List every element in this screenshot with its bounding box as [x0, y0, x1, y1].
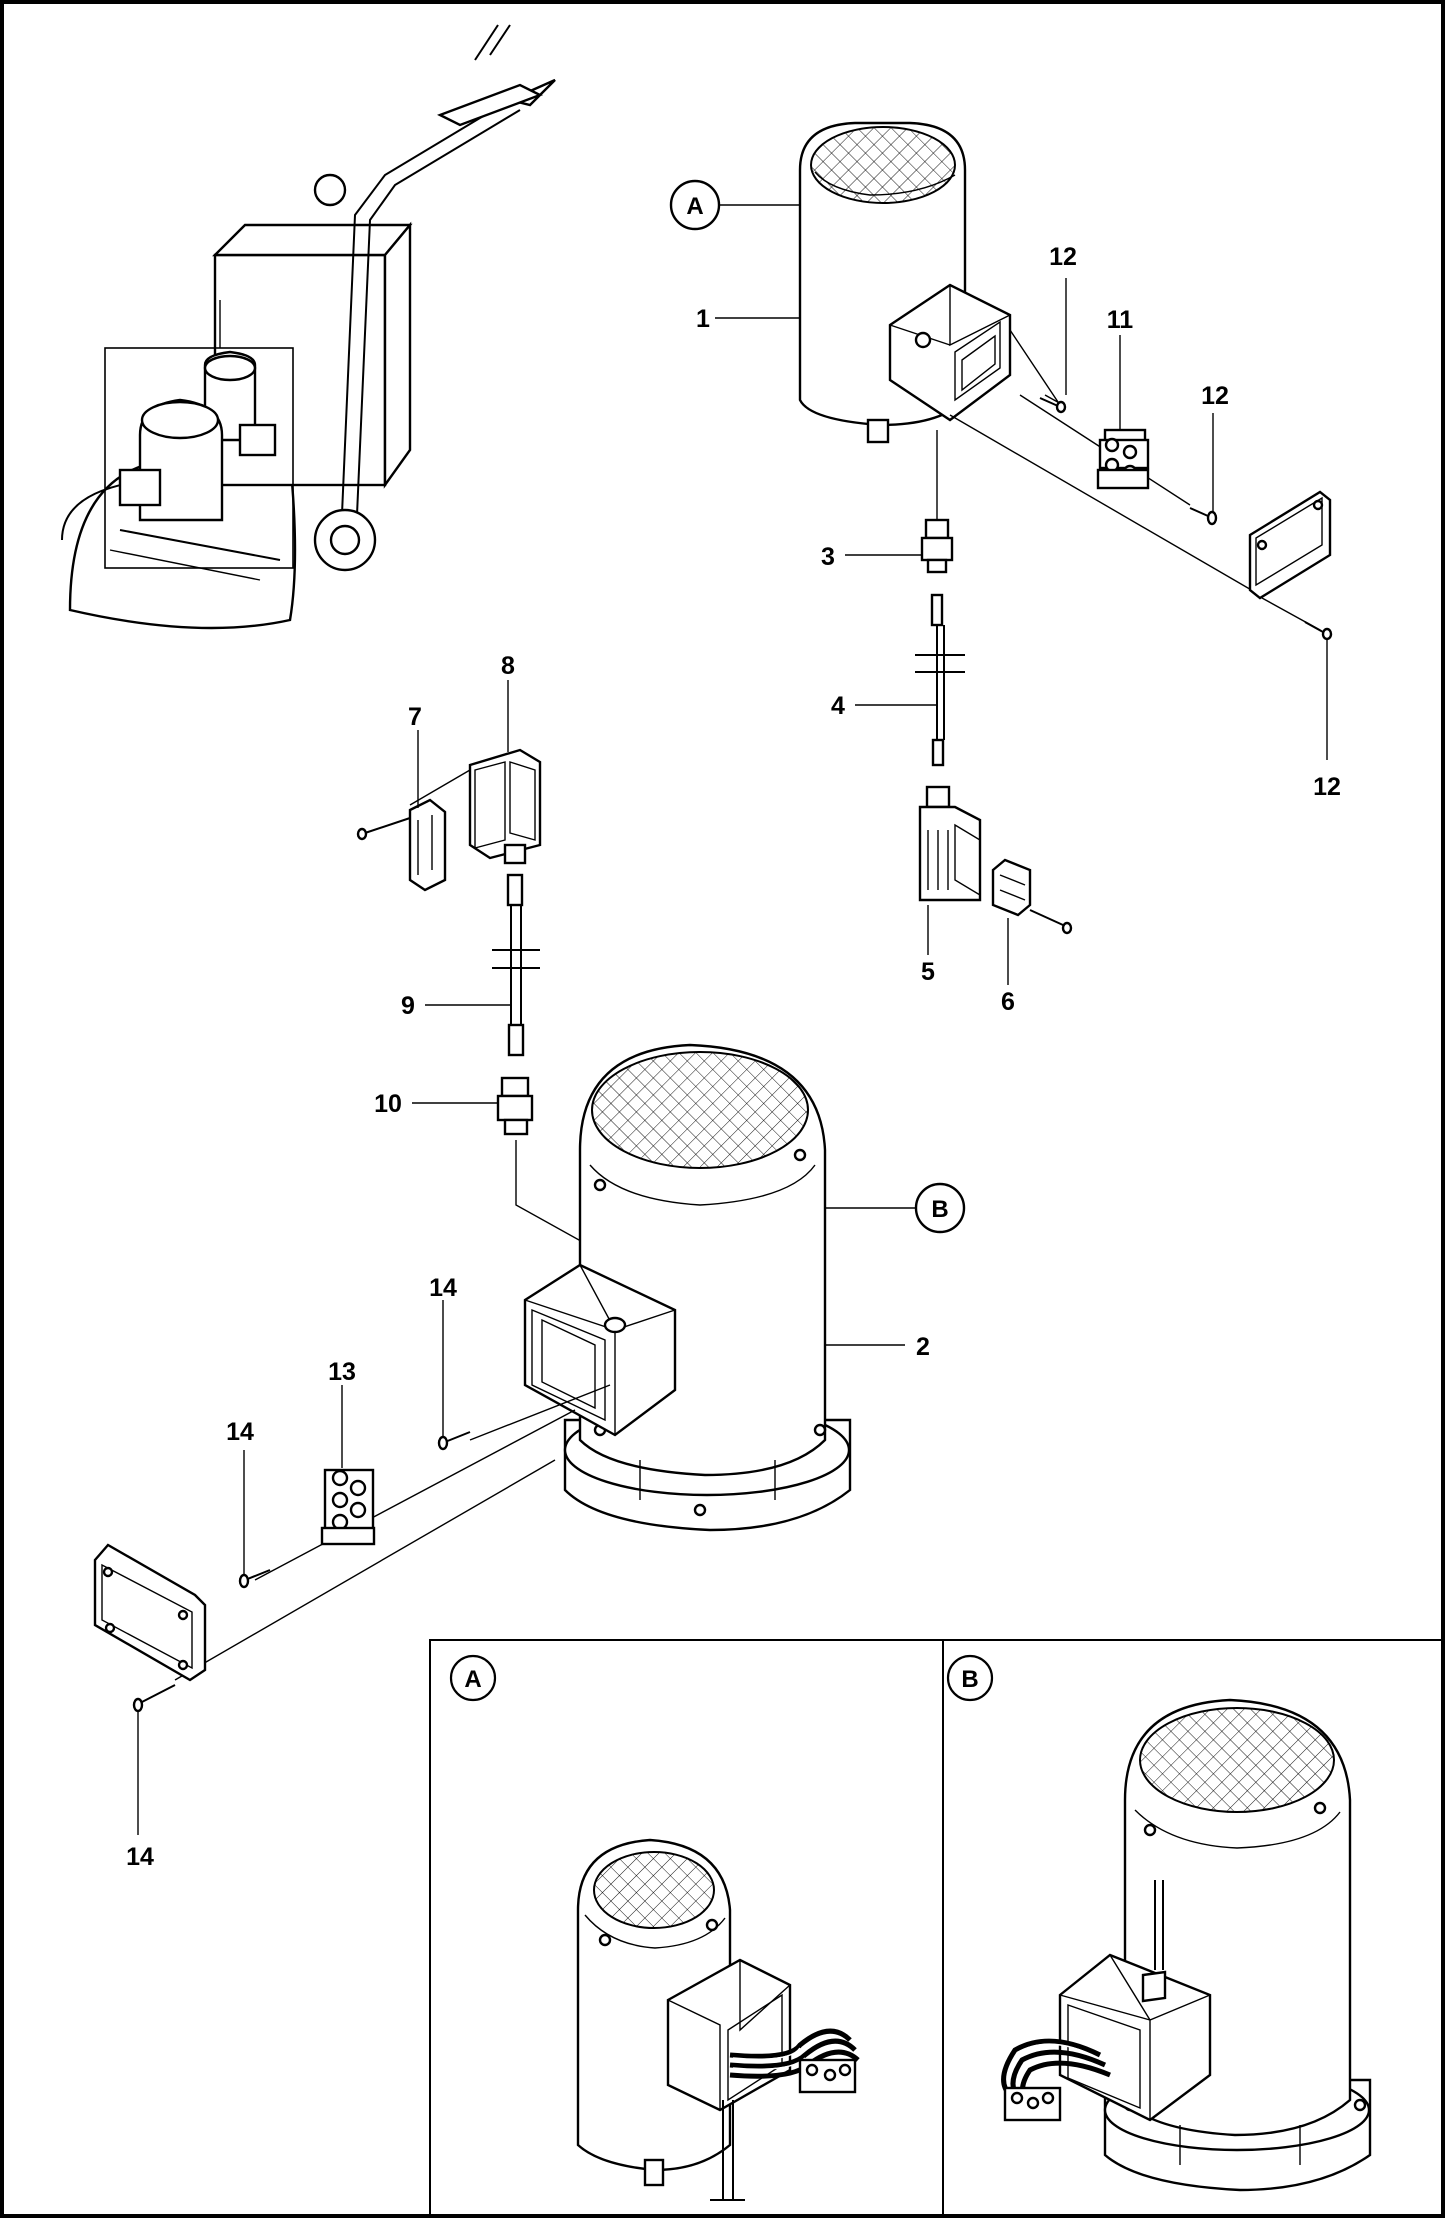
callout-motor-a: A: [669, 179, 721, 231]
part-label-13: 13: [328, 1358, 356, 1386]
part-label-8: 8: [501, 652, 515, 680]
part-label-3: 3: [821, 543, 835, 571]
part-label-14-middle: 14: [226, 1418, 254, 1446]
part-label-5: 5: [921, 958, 935, 986]
terminal-block-13: [320, 1468, 376, 1546]
inset-b-label: B: [961, 1666, 978, 1693]
screw-14-upper: [437, 1431, 471, 1451]
machine-overview-illustration: [61, 24, 556, 630]
terminal-block-11: [1096, 428, 1150, 490]
connector-insert-7: [356, 798, 447, 892]
part-label-12-middle: 12: [1201, 382, 1229, 410]
part-label-4: 4: [831, 692, 845, 720]
screw-12-middle: [1189, 507, 1218, 526]
screw-14-lower: [132, 1684, 176, 1713]
part-label-12-upper: 12: [1049, 243, 1077, 271]
leader-lines: [137, 204, 1328, 1835]
callout-motor-b: B: [914, 1182, 966, 1234]
motor-b-assembly: [93, 1043, 852, 1713]
connector-insert-6: [991, 858, 1073, 935]
screw-12-upper: [1039, 397, 1067, 414]
motor-b-fan-cover-mesh: [591, 1051, 809, 1169]
callout-motor-a-label: A: [686, 193, 703, 220]
connector-assembly-left: [356, 748, 616, 1320]
part-labels: 1 2 3 4 5 6 7 8 9 10 11 12 12 12 13 14 1…: [126, 243, 1341, 1871]
part-label-7: 7: [408, 703, 422, 731]
connector-housing-5: [918, 785, 982, 902]
connector-housing-8: [468, 748, 542, 865]
part-label-12-lower: 12: [1313, 773, 1341, 801]
part-label-2: 2: [916, 1333, 930, 1361]
terminal-cover-plate-a: [1248, 490, 1332, 600]
inset-b-wiring-detail: B: [946, 1654, 1372, 2192]
motor-a-fan-cover-mesh: [810, 126, 956, 204]
cable-gland-3: [920, 518, 954, 574]
cable-4: [915, 593, 965, 767]
screw-12-lower: [1261, 597, 1333, 641]
part-label-14-lower: 14: [126, 1843, 154, 1871]
cable-gland-10: [496, 1076, 534, 1136]
part-label-9: 9: [401, 992, 415, 1020]
inset-a-label: A: [464, 1666, 481, 1693]
motor-a-assembly: [798, 121, 1333, 935]
inset-a-wiring-detail: A: [449, 1654, 860, 2201]
callout-motor-b-label: B: [931, 1196, 948, 1223]
part-label-10: 10: [374, 1090, 402, 1118]
part-label-14-upper: 14: [429, 1274, 457, 1302]
terminal-cover-plate-b: [93, 1543, 207, 1682]
part-label-1: 1: [696, 305, 710, 333]
inset-panels: A B: [429, 1639, 1444, 2217]
part-label-11: 11: [1107, 306, 1134, 334]
cable-9: [492, 873, 540, 1057]
part-label-6: 6: [1001, 988, 1015, 1016]
